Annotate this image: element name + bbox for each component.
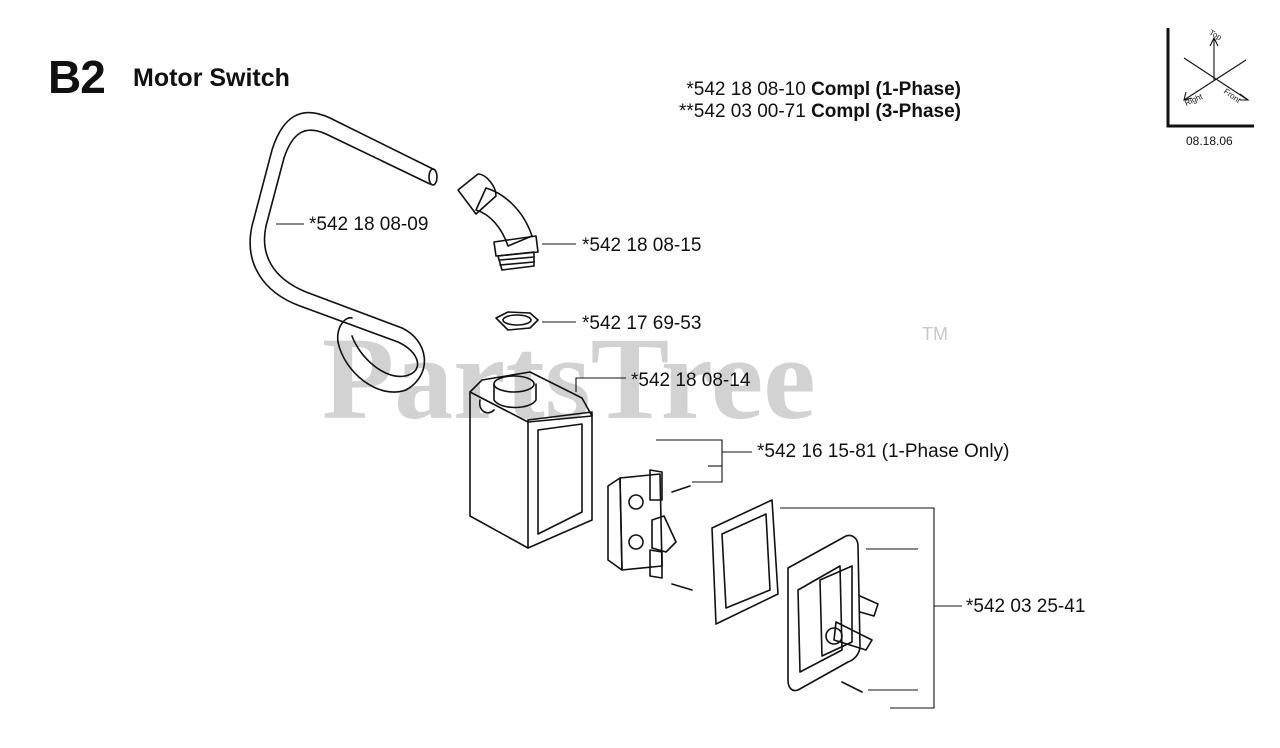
gasket xyxy=(711,499,779,625)
part-label-box[interactable]: *542 18 08-14 xyxy=(631,370,751,391)
part-label-locknut[interactable]: *542 17 69-53 xyxy=(582,313,702,334)
leader-line-box xyxy=(575,377,626,392)
orientation-indicator xyxy=(1166,28,1254,128)
orientation-right-label: Right xyxy=(1183,92,1204,108)
lock-nut xyxy=(495,311,539,331)
part-label-switch[interactable]: *542 16 15-81 (1-Phase Only) xyxy=(757,441,1010,462)
part-label-hose[interactable]: *542 18 08-09 xyxy=(309,214,429,235)
watermark-tm: TM xyxy=(922,324,948,344)
kit-line-1: *542 18 08-10 Compl (1-Phase) xyxy=(686,79,961,101)
part-label-cover[interactable]: *542 03 25-41 xyxy=(966,596,1086,617)
kit-desc-2: Compl (3-Phase) xyxy=(811,101,961,122)
cover-plate xyxy=(787,534,879,693)
orientation-top-label: Top xyxy=(1208,28,1224,43)
conduit-hose xyxy=(249,111,438,393)
kit-desc-1: Compl (1-Phase) xyxy=(811,79,961,100)
orientation-date: 08.18.06 xyxy=(1186,134,1233,148)
section-title: Motor Switch xyxy=(133,64,290,92)
orientation-front-label: Front xyxy=(1222,87,1243,106)
leader-bracket-switch xyxy=(656,439,723,483)
kit-number-1: *542 18 08-10 xyxy=(686,79,806,100)
leader-bracket-cover xyxy=(780,507,935,709)
switch-box xyxy=(469,371,593,549)
elbow-connector xyxy=(457,173,539,271)
section-code: B2 xyxy=(48,51,106,103)
part-label-elbow[interactable]: *542 18 08-15 xyxy=(582,235,702,256)
kit-number-2: **542 03 00-71 xyxy=(679,101,806,122)
watermark-text: PartsTree xyxy=(322,313,816,444)
toggle-switch xyxy=(607,469,693,591)
kit-line-2: **542 03 00-71 Compl (3-Phase) xyxy=(679,101,961,123)
